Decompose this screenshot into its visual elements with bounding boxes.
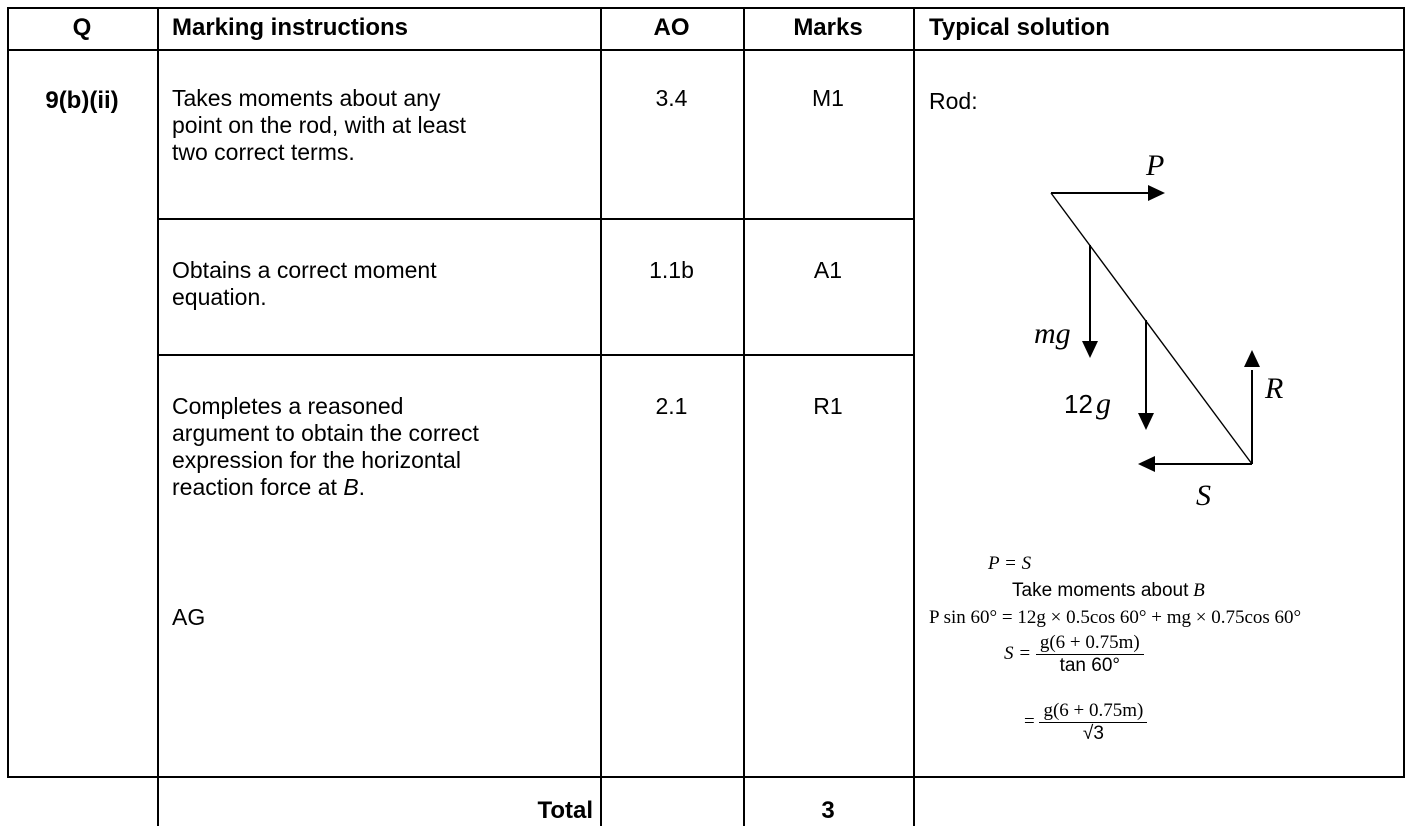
header-marking-instructions: Marking instructions [172,14,409,41]
s-arrowhead [1138,456,1155,472]
row3-instruction-end: . [358,474,366,500]
row1-ao: 3.4 [655,85,688,111]
solution-take-moments: Take moments about B [1012,580,1205,602]
solution-s-fraction-line: S = g(6 + 0.75m) tan 60° [1004,632,1144,677]
rule-header-bottom [7,49,1405,51]
label-12: 12 [1064,389,1093,419]
row2-ao: 1.1b [649,257,694,283]
question-id: 9(b)(ii) [45,87,119,114]
row2-instruction: Obtains a correct moment equation. [172,257,437,310]
label-mg: mg [1034,317,1071,350]
total-marks: 3 [821,797,835,824]
label-p: P [1145,149,1164,182]
solution-take-moments-text: Take moments about [1012,580,1189,601]
rule-row1-bottom [157,218,913,220]
row3-note: AG [172,604,206,630]
solution-p-eq-s: P = S [988,553,1032,574]
solution-fraction-2-num: g(6 + 0.75m) [1039,700,1148,723]
rule-col2 [600,7,602,826]
solution-moment-lhs: P sin 60° = [929,607,1018,628]
rule-col5 [1403,7,1405,778]
mg-arrowhead [1082,341,1098,358]
solution-fraction-1-den: tan 60° [1059,655,1120,676]
solution-about-point: B [1193,580,1205,601]
diagram-lines [1050,192,1253,465]
rule-col4 [913,7,915,826]
solution-eq2: = [1024,710,1035,732]
row3-mark: R1 [813,393,843,419]
solution-fraction-1: g(6 + 0.75m) tan 60° [1035,632,1144,677]
header-typical-solution: Typical solution [929,14,1110,41]
row2-mark: A1 [813,257,843,283]
force-diagram: P mg 12 g R S [1034,149,1283,512]
rule-col3 [743,7,745,826]
solution-heading: Rod: [929,88,978,114]
header-ao: AO [653,14,690,41]
label-r: R [1264,372,1283,405]
label-s: S [1196,479,1211,512]
row3-ao: 2.1 [655,393,688,419]
rule-top [7,7,1405,9]
row3-instruction-point: B [343,474,359,500]
solution-fraction-1-num: g(6 + 0.75m) [1035,632,1144,655]
total-label: Total [537,797,593,824]
rod-line [1050,192,1253,465]
p-arrowhead [1148,185,1165,201]
header-marks: Marks [793,14,863,41]
rule-row2-bottom [157,354,913,356]
diagram-arrowheads [1082,185,1260,472]
solution-fraction-2-den: √3 [1082,723,1104,744]
solution-fraction-2: g(6 + 0.75m) √3 [1039,700,1148,745]
row3-instruction: Completes a reasoned argument to obtain … [172,393,502,501]
diagram-labels: P mg 12 g R S [1034,149,1283,512]
row1-mark: M1 [812,85,844,111]
solution-moment-rhs: 12g × 0.5cos 60° + mg × 0.75cos 60° [1017,607,1302,628]
row1-instruction: Takes moments about any point on the rod… [172,85,467,165]
rule-col1 [157,7,159,826]
label-12-g: g [1096,387,1111,420]
header-q: Q [72,14,92,41]
row3-instruction-text: Completes a reasoned argument to obtain … [172,393,479,500]
solution-final-fraction-line: = g(6 + 0.75m) √3 [1024,700,1148,745]
solution-s-eq: S = [1004,642,1032,664]
rule-body-bottom [7,776,1405,778]
rule-col0 [7,7,9,778]
w12g-arrowhead [1138,413,1154,430]
solution-moment-equation: P sin 60° = 12g × 0.5cos 60° + mg × 0.75… [929,607,1301,629]
r-arrowhead [1244,350,1260,367]
